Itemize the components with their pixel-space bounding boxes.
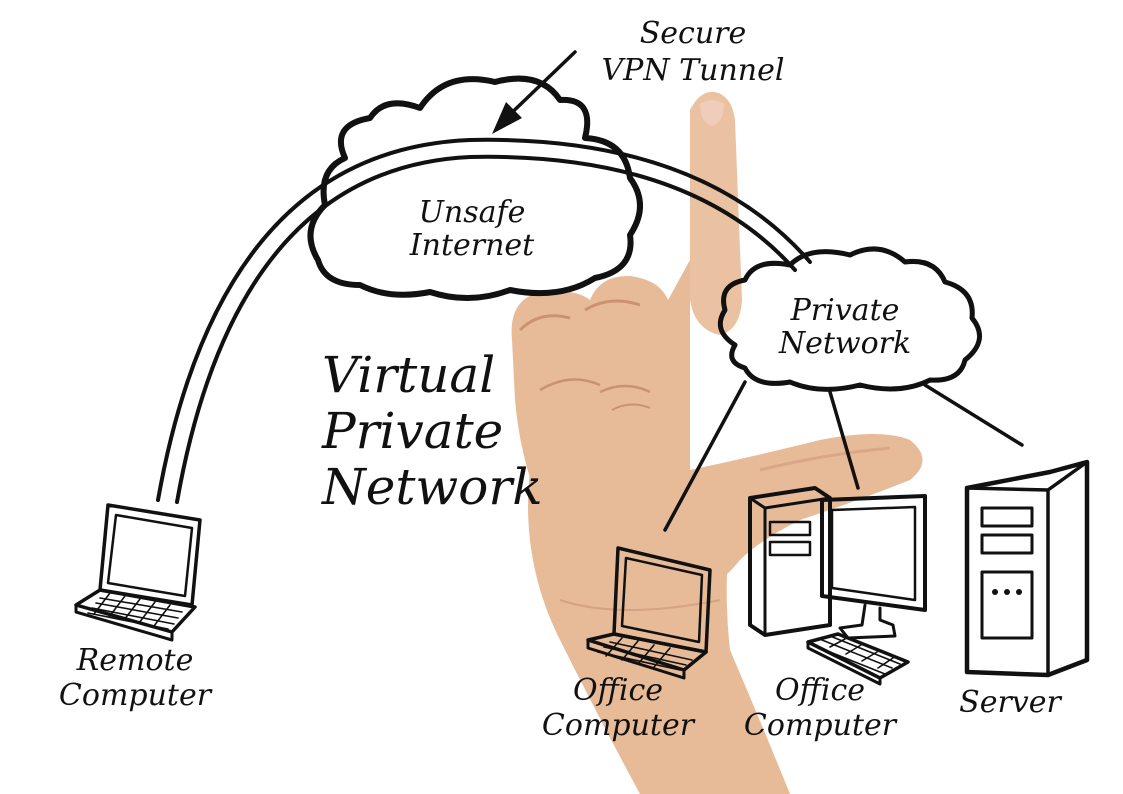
office-computer-2-label-line2: Computer bbox=[744, 708, 898, 743]
server-icon bbox=[967, 462, 1087, 675]
office-computer-1-label-line2: Computer bbox=[542, 708, 696, 743]
remote-computer-label-line2: Computer bbox=[59, 678, 213, 713]
tunnel-label-line2: VPN Tunnel bbox=[602, 53, 785, 88]
private-network-label-line1: Private bbox=[790, 293, 900, 328]
title-line1: Virtual bbox=[322, 346, 495, 404]
remote-laptop-icon bbox=[76, 505, 200, 640]
internet-label-line1: Unsafe bbox=[419, 195, 526, 230]
office-computer-1-label-line1: Office bbox=[573, 673, 663, 708]
unsafe-internet-cloud bbox=[310, 79, 640, 298]
server-label: Server bbox=[959, 685, 1062, 720]
internet-label-line2: Internet bbox=[409, 228, 535, 263]
title-line2: Private bbox=[321, 402, 503, 460]
title-line3: Network bbox=[321, 458, 543, 516]
tunnel-label-line1: Secure bbox=[640, 16, 747, 51]
private-network-label-line2: Network bbox=[778, 326, 911, 361]
office-computer-2-label-line1: Office bbox=[775, 673, 865, 708]
tunnel-pointer-arrow bbox=[492, 52, 575, 134]
remote-computer-label-line1: Remote bbox=[76, 643, 194, 678]
